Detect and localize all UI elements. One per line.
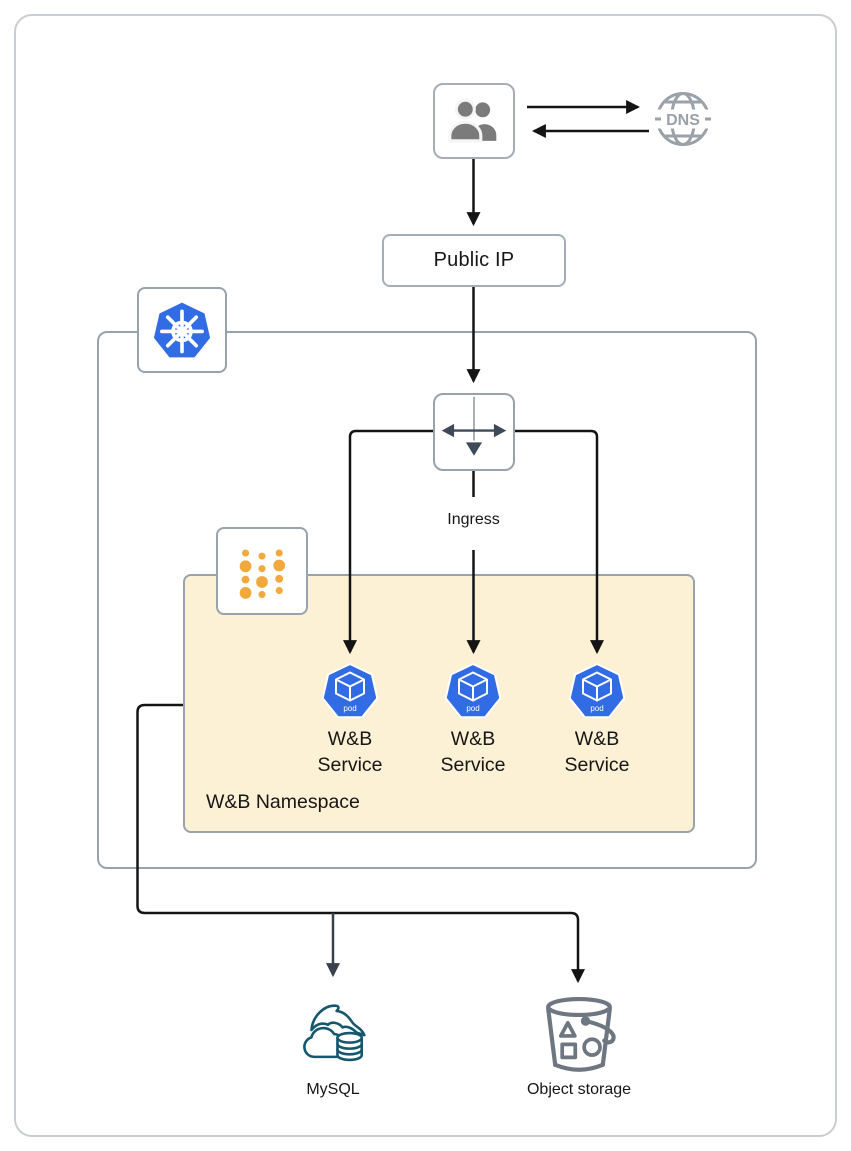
- pod-node-3: pod: [566, 660, 628, 722]
- namespace-dots-icon: [239, 549, 286, 599]
- public-ip-node: Public IP: [382, 234, 566, 287]
- mysql-label: MySQL: [306, 1081, 360, 1098]
- pod-label-1: W&B Service: [317, 728, 383, 776]
- namespace-icon-node: [216, 527, 308, 615]
- arrow-ingress-to-pod1: [343, 429, 433, 655]
- ingress-node: [433, 393, 515, 471]
- pod-icon: pod: [568, 663, 626, 719]
- object-storage-node: [537, 993, 621, 1077]
- pod-label-2: W&B Service: [440, 728, 506, 776]
- dns-text: DNS: [666, 112, 700, 129]
- pod-node-2: pod: [442, 660, 504, 722]
- users-node: [433, 83, 515, 159]
- kubernetes-icon: [153, 302, 211, 358]
- dns-node: DNS: [653, 89, 713, 149]
- kubernetes-node: [137, 287, 227, 373]
- pod-badge: pod: [466, 704, 479, 713]
- mysql-icon: [303, 1004, 366, 1062]
- ingress-label: Ingress: [447, 511, 500, 528]
- ingress-icon: [441, 396, 507, 456]
- mysql-node: [295, 992, 373, 1068]
- arrow-namespace-to-storage: [136, 703, 585, 984]
- users-icon: [448, 98, 497, 143]
- namespace-label: W&B Namespace: [206, 791, 360, 813]
- object-storage-label: Object storage: [526, 1081, 632, 1098]
- pod-badge: pod: [590, 704, 603, 713]
- outer-frame: [14, 14, 837, 1137]
- pod-icon: pod: [444, 663, 502, 719]
- public-ip-label: Public IP: [433, 249, 515, 271]
- arrow-ingress-to-pod3: [514, 429, 604, 655]
- pod-node-1: pod: [319, 660, 381, 722]
- pod-badge: pod: [343, 704, 356, 713]
- bucket-icon: [546, 996, 616, 1072]
- pod-icon: pod: [321, 663, 379, 719]
- dns-globe-icon: DNS: [654, 92, 712, 146]
- pod-label-3: W&B Service: [564, 728, 630, 776]
